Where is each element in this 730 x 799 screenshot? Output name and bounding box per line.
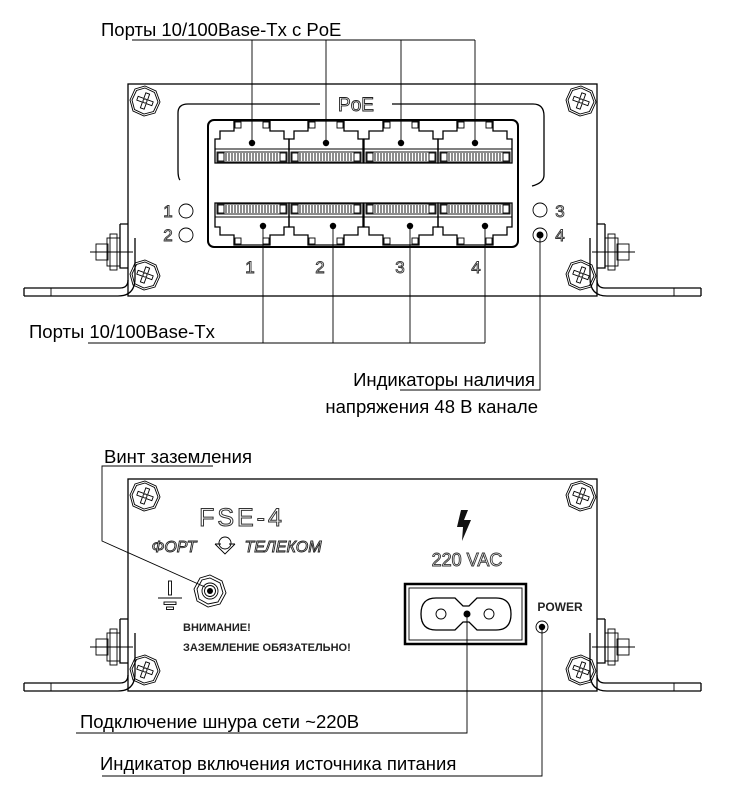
port-number: 3 (395, 258, 404, 277)
brand-suffix: ТЕЛЕКОМ (244, 539, 322, 556)
poe-ports-label: Порты 10/100Base-Tx с PoE (101, 19, 341, 40)
indicator-leader (400, 235, 541, 391)
led-number: 4 (555, 226, 564, 245)
bracket-right (589, 223, 702, 297)
ground-screw-label: Винт заземления (104, 446, 252, 467)
indicator-label-line2: напряжения 48 В канале (325, 396, 538, 417)
warning-line1: ВНИМАНИЕ! (183, 622, 251, 634)
led-number: 2 (163, 226, 172, 245)
data-port-2[interactable] (288, 202, 364, 246)
ground-screw[interactable] (193, 574, 227, 608)
data-port-1[interactable] (214, 202, 290, 246)
poe-ports-leader (132, 39, 479, 147)
ground-screw-leader (101, 465, 213, 588)
warning-line2: ЗАЗЕМЛЕНИЕ ОБЯЗАТЕЛЬНО! (183, 642, 351, 654)
port-number: 4 (471, 258, 480, 277)
power-indicator-label: Индикатор включения источника питания (100, 753, 456, 774)
port-number: 2 (315, 258, 324, 277)
screw-icon (565, 85, 597, 117)
model-label: FSE-4 (199, 504, 285, 532)
led-indicator-2 (178, 227, 194, 243)
screw-icon (565, 259, 597, 291)
rear-panel-outline (127, 478, 598, 692)
bracket-left (23, 223, 136, 297)
data-port-4[interactable] (437, 202, 513, 246)
power-cord-leader (76, 614, 468, 734)
led-indicator-3 (532, 202, 548, 218)
led-number: 3 (555, 202, 564, 221)
power-cord-label: Подключение шнура сети ~220В (80, 711, 359, 732)
front-panel-outline (127, 83, 598, 297)
voltage-label: 220 VAC (432, 550, 503, 570)
screw-icon (565, 654, 597, 686)
power-label: POWER (537, 600, 583, 614)
power-inlet[interactable] (403, 582, 528, 646)
high-voltage-icon (457, 510, 471, 541)
power-indicator-leader (102, 627, 543, 777)
rj45-block (207, 119, 519, 248)
poe-group-label: PoE (338, 95, 374, 116)
screw-icon (129, 480, 161, 512)
screw-icon (565, 480, 597, 512)
data-port-3[interactable] (363, 202, 439, 246)
led-indicator-1 (178, 203, 194, 219)
front-view: PoE 1 2 3 4 1 2 3 4 (23, 19, 702, 417)
screw-icon (129, 85, 161, 117)
poe-group-bracket (177, 103, 320, 181)
bracket-right (589, 618, 702, 692)
brand-label: ФОРТ (152, 539, 198, 556)
data-ports-label: Порты 10/100Base-Tx (29, 321, 216, 342)
ground-symbol-icon (158, 580, 182, 610)
fort-telecom-logo-icon (214, 536, 236, 555)
data-ports-leader (88, 222, 489, 344)
bracket-left (23, 618, 136, 692)
rear-view: FSE-4 ФОРТ ТЕЛЕКОМ Винт заземления ВНИМА… (23, 446, 702, 777)
port-number: 1 (245, 258, 254, 277)
indicator-label-line1: Индикаторы наличия (353, 369, 535, 390)
led-number: 1 (163, 202, 172, 221)
